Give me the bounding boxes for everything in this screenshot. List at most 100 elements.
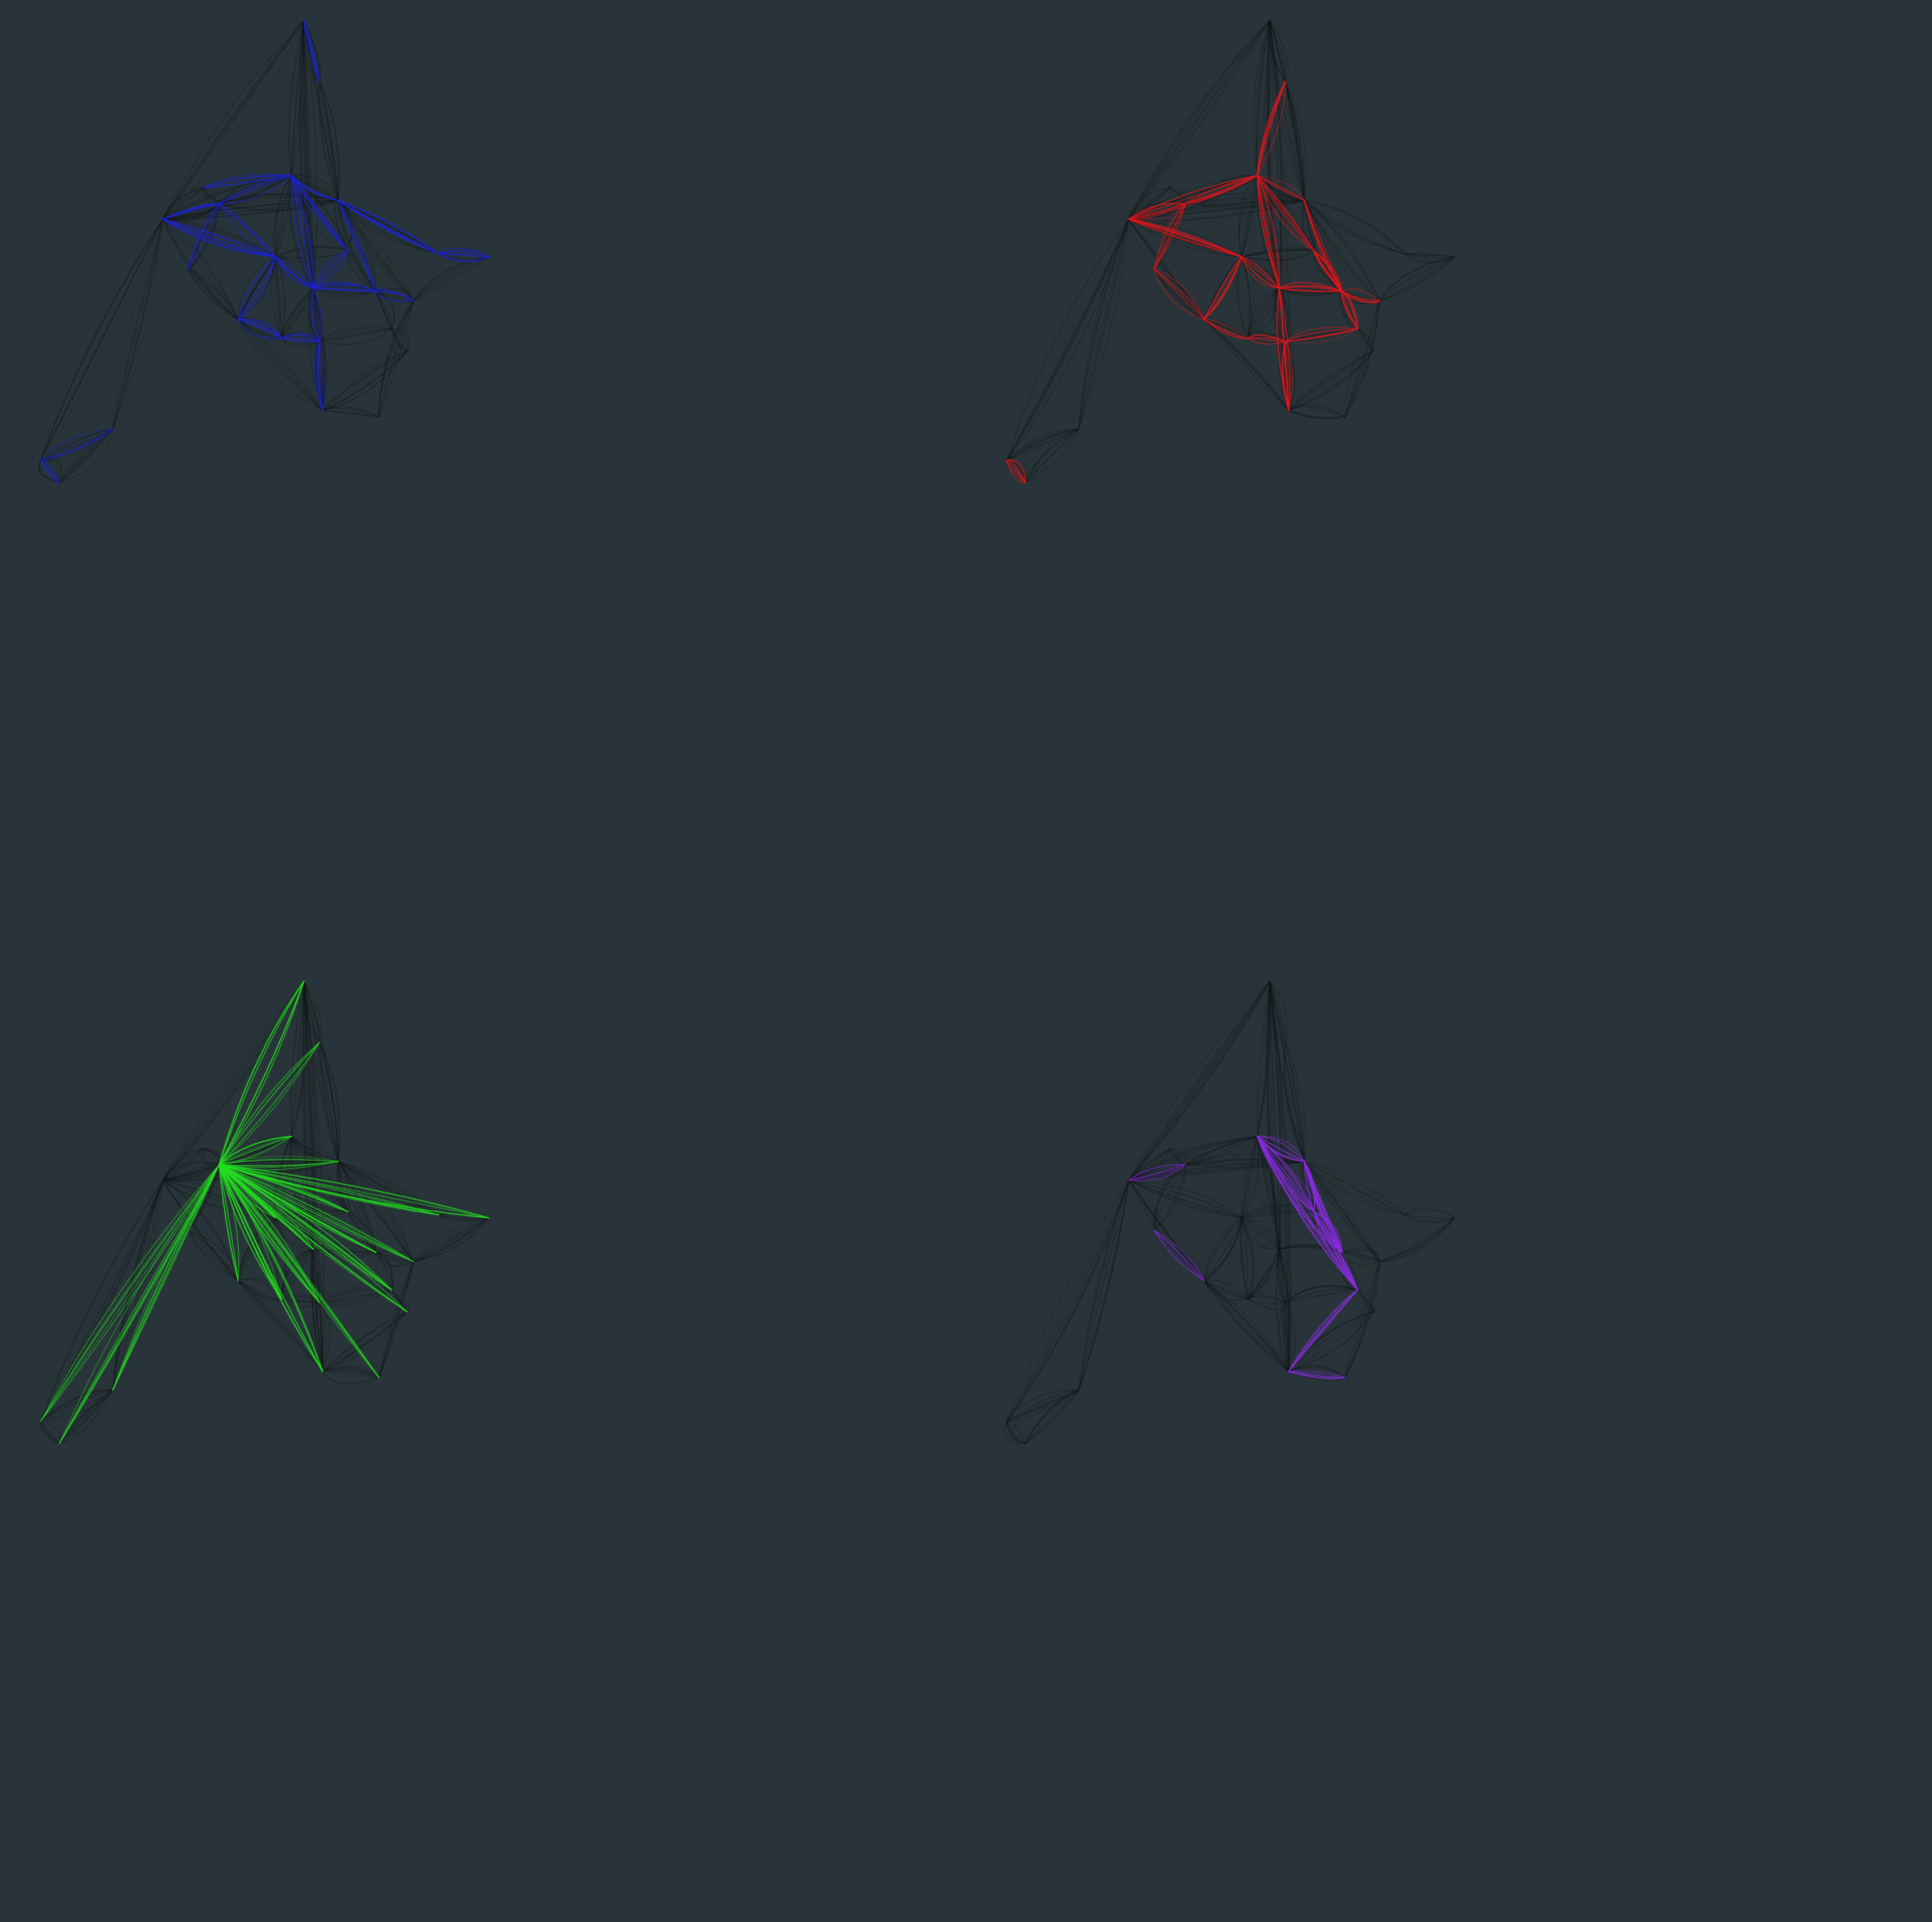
base-edge [237, 1278, 283, 1300]
base-edge [1006, 1390, 1079, 1422]
base-edge [319, 1042, 340, 1162]
base-edge [59, 1390, 113, 1444]
base-edge [1379, 256, 1455, 301]
base-edge [38, 460, 60, 483]
base-edge [162, 200, 339, 220]
base-edge [1006, 219, 1130, 461]
base-edge [1264, 980, 1280, 1250]
base-edge [319, 1286, 392, 1303]
highlight-edge [1257, 1136, 1358, 1291]
base-edge [1025, 1390, 1079, 1444]
base-edge [375, 1252, 414, 1264]
base-edge [438, 1214, 489, 1220]
base-edge [1203, 319, 1289, 411]
base-edge [1241, 1217, 1255, 1300]
base-edge [375, 291, 392, 330]
base-edge [303, 980, 339, 1162]
base-edge [291, 175, 314, 289]
base-edge [219, 1161, 339, 1165]
base-edge [1269, 19, 1282, 289]
base-edge [303, 980, 321, 1043]
base-edge [40, 1421, 60, 1444]
base-edge [1203, 1217, 1242, 1281]
base-edge [1404, 1207, 1455, 1218]
highlight-edge [1288, 1289, 1358, 1372]
base-edge [289, 175, 314, 289]
base-edge [162, 219, 239, 320]
base-edge [237, 256, 276, 320]
base-edge [1153, 269, 1205, 320]
base-edge [1185, 1136, 1258, 1165]
base-edge [1344, 300, 1380, 417]
base-edge [1185, 1136, 1258, 1165]
base-edge [1185, 200, 1305, 207]
base-edge [413, 1217, 489, 1262]
highlight-edge [39, 459, 61, 484]
base-edge [1006, 1180, 1130, 1422]
base-edge [1269, 980, 1286, 1043]
base-edge [1006, 1180, 1130, 1422]
base-edge [1257, 980, 1270, 1137]
base-edge [275, 1211, 348, 1218]
base-edge [375, 1252, 392, 1291]
base-edge [1404, 252, 1455, 257]
highlight-edge [437, 252, 490, 262]
highlight-edge [237, 318, 283, 339]
base-edge [1268, 980, 1286, 1043]
highlight-edge [219, 175, 292, 204]
highlight-edge [290, 174, 349, 252]
base-edge [40, 1421, 60, 1444]
base-edge [319, 81, 340, 201]
base-edge [1341, 1252, 1380, 1266]
base-edge [1006, 429, 1079, 461]
base-edge [289, 980, 304, 1137]
highlight-edge [112, 1164, 220, 1391]
base-edge [281, 1293, 320, 1303]
base-edge [378, 300, 414, 417]
highlight-edge [1276, 287, 1290, 412]
base-edge [219, 1161, 339, 1165]
base-edge [1153, 1164, 1186, 1231]
highlight-edge [218, 980, 305, 1166]
base-edge [1128, 1180, 1242, 1218]
base-edge [1344, 1261, 1380, 1378]
base-edge [187, 1230, 239, 1281]
base-edge [1269, 19, 1305, 201]
base-edge [346, 250, 377, 292]
base-edge [338, 200, 439, 254]
base-edge [1404, 1210, 1455, 1218]
base-edge [338, 1161, 414, 1262]
highlight-edge [218, 1135, 293, 1166]
base-edge [1288, 1311, 1374, 1372]
base-edge [1269, 19, 1305, 201]
base-edge [40, 429, 113, 461]
base-edge [1304, 1161, 1380, 1262]
base-edge [1128, 1136, 1258, 1181]
base-edge [162, 1180, 276, 1218]
base-edge [291, 175, 339, 201]
base-edge [1128, 219, 1205, 320]
highlight-edge [338, 200, 377, 292]
highlight-edge [281, 338, 320, 342]
base-edge [1203, 1280, 1249, 1300]
highlight-edge [1203, 256, 1243, 321]
base-edge [291, 980, 307, 1137]
base-edge [1304, 200, 1380, 301]
base-edge [338, 200, 377, 292]
base-edge [347, 250, 377, 292]
highlight-edge [1247, 338, 1286, 345]
base-edge [1288, 410, 1346, 419]
base-edge [1313, 250, 1343, 292]
base-edge [1267, 19, 1286, 82]
base-edge [1128, 19, 1270, 220]
base-edge [319, 81, 339, 201]
highlight-edge [40, 429, 113, 461]
base-edge [237, 319, 283, 340]
highlight-edge [1153, 1230, 1205, 1281]
base-edge [162, 203, 220, 221]
base-edge [281, 288, 314, 339]
base-edge [162, 175, 292, 220]
highlight-edge [1288, 1370, 1346, 1378]
highlight-edge [219, 1164, 380, 1378]
base-edge [1006, 1390, 1079, 1422]
